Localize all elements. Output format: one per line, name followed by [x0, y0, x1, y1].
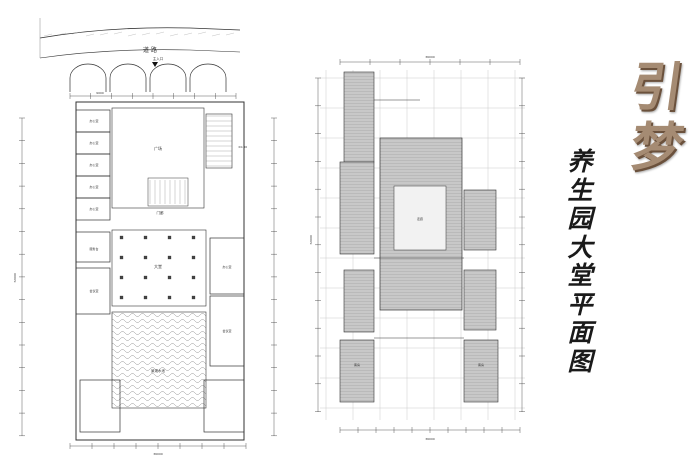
right-room-b	[209, 295, 245, 367]
arch-1	[109, 63, 147, 92]
road-hatch-8	[155, 31, 165, 35]
hall-column-1-2	[167, 255, 172, 260]
r-right-room-label: 客房	[478, 362, 484, 367]
hall-area	[111, 229, 207, 307]
left-office-label-1: 办公室	[89, 140, 98, 145]
r-right-bar-top	[463, 189, 497, 251]
arch-0	[69, 63, 107, 92]
road-hatch-2	[71, 31, 81, 35]
road-hatch-1	[57, 32, 67, 36]
road-hatch-0	[43, 33, 53, 37]
hall-column-2-0	[119, 275, 124, 280]
road-hatch-4	[99, 32, 109, 36]
dim-bottom-label: 36000	[153, 452, 163, 456]
hall-label: 大堂	[154, 263, 162, 269]
dim-left-label: 72000	[13, 273, 17, 283]
entrance-label: 主入口	[153, 56, 164, 61]
pool-area	[111, 311, 207, 409]
title-char-1: 养	[567, 147, 593, 176]
dim-top-label: 9000	[96, 91, 104, 95]
road-hatch-13	[225, 32, 235, 36]
hall-column-1-1	[143, 255, 148, 260]
plaza-steps	[147, 177, 189, 207]
bottom-wing-left	[79, 379, 121, 433]
title-char-7: 面	[567, 318, 593, 347]
road-hatch-10	[183, 32, 193, 36]
brand-char-2: 梦	[626, 117, 688, 178]
brand-char-1: 引	[626, 57, 688, 118]
gate-label: 门廊	[157, 210, 164, 215]
hall-column-2-3	[191, 275, 196, 280]
meeting-left-label: 会议室	[89, 288, 98, 293]
hall-column-3-1	[143, 295, 148, 300]
plaza-label: 广场	[154, 145, 162, 151]
hall-column-0-0	[119, 235, 124, 240]
road-hatch-7	[141, 32, 151, 36]
arch-3	[189, 63, 227, 92]
r-left-bar-mid	[339, 161, 375, 255]
hall-column-0-2	[167, 235, 172, 240]
right-room-a-label: 办公室	[222, 264, 231, 269]
hall-column-0-3	[191, 235, 196, 240]
elev-label: ±0.00	[238, 145, 247, 149]
hall-column-3-0	[119, 295, 124, 300]
title-char-4: 大	[567, 232, 593, 262]
road-label: 道 路	[143, 46, 157, 54]
service-room	[75, 231, 111, 263]
road-edge-top	[39, 27, 241, 39]
hall-column-2-1	[143, 275, 148, 280]
r-dim-left-label: 72000	[309, 235, 313, 245]
road-hatch-3	[85, 33, 95, 37]
r-left-bar-low	[343, 269, 375, 333]
r-left-room	[339, 339, 375, 403]
title-char-5: 堂	[567, 261, 593, 290]
r-left-room-label: 客房	[354, 362, 360, 367]
title-char-6: 平	[567, 289, 593, 319]
hall-column-0-1	[143, 235, 148, 240]
entrance-marker	[152, 62, 158, 67]
right-room-a	[209, 237, 245, 295]
road-hatch-6	[127, 33, 137, 37]
meeting-room-left	[75, 267, 111, 315]
plaza-area	[111, 107, 205, 209]
hall-column-3-2	[167, 295, 172, 300]
road-hatch-12	[211, 33, 221, 37]
title-char-3: 园	[567, 204, 593, 233]
road-hatch-5	[113, 31, 123, 35]
r-central-court	[393, 185, 447, 251]
r-left-bar-top	[343, 71, 375, 163]
r-dim-top-label: 36000	[425, 55, 435, 59]
left-office-label-2: 办公室	[89, 162, 98, 167]
road-hatch-9	[169, 33, 179, 37]
road-edge-mid	[39, 49, 241, 59]
r-dim-bottom-label: 36000	[425, 437, 435, 441]
hall-column-1-3	[191, 255, 196, 260]
service-label: 服务台	[89, 246, 98, 251]
title-char-8: 图	[567, 346, 593, 376]
right-room-b-label: 会议室	[222, 328, 231, 333]
bottom-wing-right	[203, 379, 245, 433]
r-central-label: 走廊	[417, 216, 423, 221]
left-office-label-4: 办公室	[89, 206, 98, 211]
title-char-2: 生	[567, 175, 593, 205]
left-office-4	[75, 197, 111, 221]
brand-logo-text: 引 梦	[622, 57, 692, 208]
arch-2	[149, 63, 187, 92]
left-office-label-3: 办公室	[89, 184, 98, 189]
road-hatch-11	[197, 31, 207, 35]
r-right-bar-mid	[463, 269, 497, 331]
sheet-title: 养 生 园 大 堂 平 面 图	[552, 147, 608, 378]
hall-column-1-0	[119, 255, 124, 260]
left-office-label-0: 办公室	[89, 118, 98, 123]
hall-column-3-3	[191, 295, 196, 300]
hall-column-2-2	[167, 275, 172, 280]
r-right-room	[463, 339, 499, 403]
pool-label: 景观水池	[151, 368, 165, 373]
